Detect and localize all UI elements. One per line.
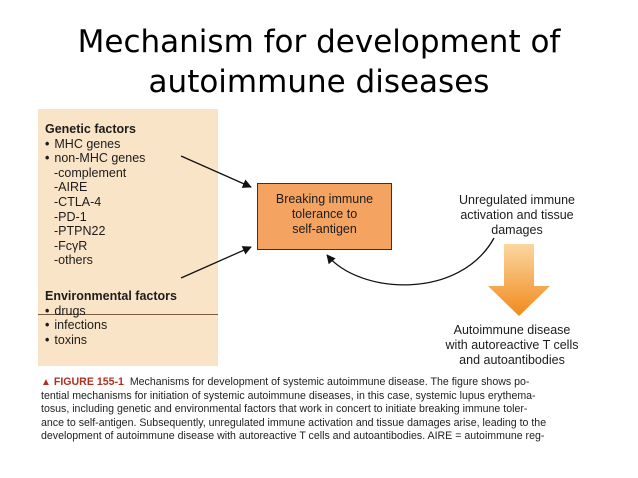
genetic-item-non-mhc: non-MHC genes: [45, 151, 177, 166]
genetic-factors-heading: Genetic factors: [45, 122, 137, 136]
node-breaking-line-3: self-antigen: [292, 222, 357, 236]
node-breaking-line-2: tolerance to: [291, 207, 358, 221]
caption-text-1: Mechanisms for development of systemic a…: [129, 376, 530, 388]
slide-title: Mechanism for development of autoimmune …: [0, 22, 638, 102]
slide-title-line-1: Mechanism for development of: [77, 24, 561, 60]
figure-caption: ▲ FIGURE 155-1 Mechanisms for developmen…: [41, 376, 616, 444]
caption-figure-label: FIGURE 155-1: [53, 376, 124, 388]
node-autoimmune-outcome: Autoimmune disease with autoreactive T c…: [427, 323, 597, 368]
arrow-unregulated-to-outcome: [488, 244, 550, 316]
node-unregulated-activation: Unregulated immune activation and tissue…: [437, 193, 597, 238]
arrow-environmental-to-breaking: [180, 246, 252, 279]
caption-line-5: development of autoimmune disease with a…: [41, 430, 545, 443]
caption-line-1: ▲ FIGURE 155-1 Mechanisms for developmen…: [41, 376, 616, 390]
node-outcome-line-3: and autoantibodies: [459, 353, 565, 367]
genetic-subitem-ctla4: -CTLA-4: [54, 194, 102, 209]
arrow-genetic-to-breaking: [180, 155, 252, 188]
factor-panel: Genetic factors MHC genes non-MHC genes …: [38, 109, 218, 366]
genetic-subitem-pd1: -PD-1: [54, 209, 87, 224]
arrow-unregulated-to-breaking: [326, 237, 495, 286]
genetic-subitem-complement: -complement: [54, 165, 127, 180]
genetic-subitem-ptpn22: -PTPN22: [54, 224, 106, 239]
caption-line-2: tential mechanisms for initiation of sys…: [41, 389, 536, 402]
genetic-subitem-fcgr: -FcγR: [54, 238, 88, 253]
node-unregulated-line-3: damages: [491, 223, 543, 237]
node-outcome-line-2: with autoreactive T cells: [445, 338, 579, 352]
environmental-item-infections: infections: [45, 318, 177, 333]
caption-marker-icon: ▲: [41, 377, 51, 388]
genetic-subitem-aire: -AIRE: [54, 180, 88, 195]
caption-line-4: ance to self-antigen. Subsequently, unre…: [41, 416, 547, 429]
environmental-item-toxins: toxins: [45, 333, 177, 348]
node-breaking-line-1: Breaking immune: [275, 192, 374, 206]
environmental-factors-heading: Environmental factors: [45, 288, 177, 303]
node-unregulated-line-1: Unregulated immune: [458, 193, 576, 207]
node-breaking-tolerance: Breaking immune tolerance to self-antige…: [257, 183, 392, 250]
slide-title-line-2: autoimmune diseases: [148, 64, 490, 100]
panel-text: Genetic factors MHC genes non-MHC genes …: [45, 122, 177, 347]
genetic-subitem-others: -others: [54, 253, 93, 268]
environmental-item-drugs: drugs: [45, 304, 177, 319]
caption-line-3: tosus, including genetic and environment…: [41, 403, 528, 416]
genetic-item-mhc: MHC genes: [45, 137, 177, 152]
node-unregulated-line-2: activation and tissue: [460, 208, 574, 222]
node-outcome-line-1: Autoimmune disease: [453, 323, 571, 337]
